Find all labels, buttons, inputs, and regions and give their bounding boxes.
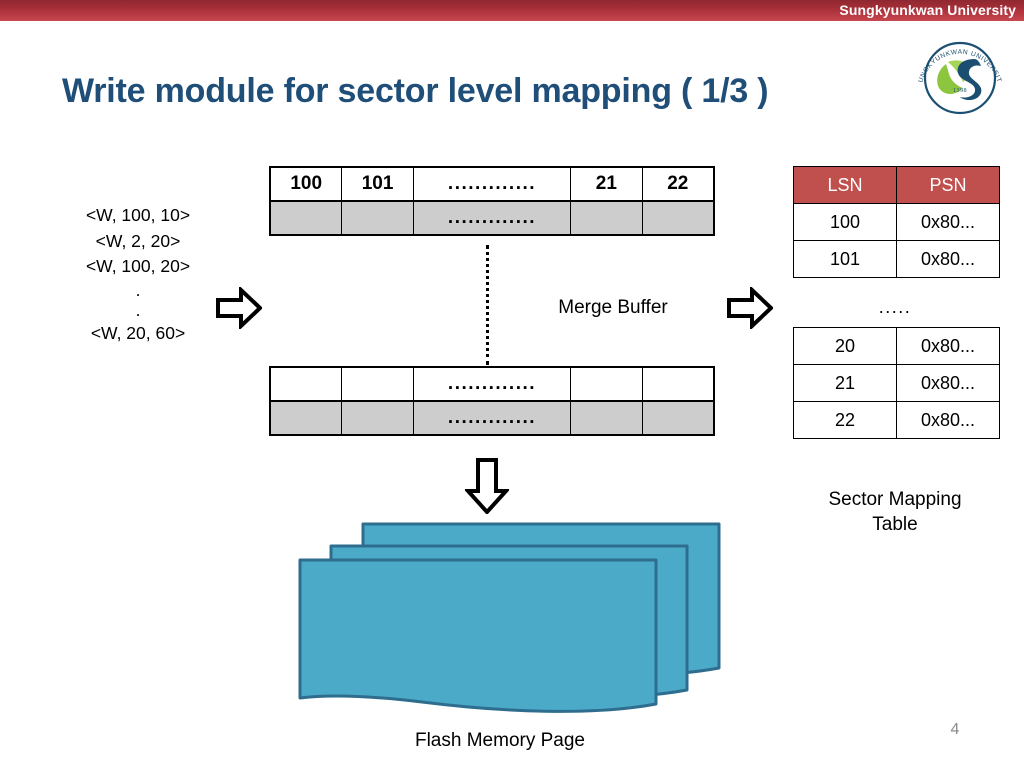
page-title: Write module for sector level mapping ( … [62,72,769,110]
buffer-cell [269,366,343,402]
sector-mapping-table-upper: LSN PSN 100 0x80... 101 0x80... [793,166,1000,278]
buffer-dotted-connector [486,245,489,365]
buffer-cell [570,366,643,402]
arrow-down-icon-buffer-to-flash [463,458,511,515]
merge-buffer-top-table: 100 101 ............. 21 22 ............… [269,166,715,236]
buffer-cell [341,200,414,236]
buffer-cell [269,400,343,436]
psn-cell: 0x80... [896,401,1000,439]
lsn-cell: 22 [793,401,897,439]
buffer-cell [641,400,715,436]
merge-buffer-bottom-table: ............. ............. [269,366,715,436]
buffer-cell [341,366,414,402]
table-row: ............. [269,200,715,236]
psn-cell: 0x80... [896,364,1000,402]
psn-cell: 0x80... [896,203,1000,241]
buffer-cell: 21 [570,166,643,202]
lsn-cell: 100 [793,203,897,241]
write-request-ellipsis-dot: . [135,279,141,300]
slide-page-number: 4 [950,721,960,738]
flash-memory-page-stack [295,520,725,720]
university-seal-logo: 1398 SUNGKYUNKWAN UNIVERSITY [906,21,1012,130]
seal-year-text: 1398 [953,87,967,94]
psn-cell: 0x80... [896,327,1000,365]
lsn-cell: 101 [793,240,897,278]
merge-buffer-label: Merge Buffer [558,297,668,318]
lsn-cell: 21 [793,364,897,402]
buffer-cell [641,366,715,402]
table-row: 101 0x80... [793,240,1000,278]
buffer-cell-ellipsis: ............. [412,366,572,402]
table-row: 100 101 ............. 21 22 [269,166,715,202]
buffer-cell-ellipsis: ............. [412,166,572,202]
sector-mapping-table-caption: Sector Mapping Table [793,487,997,538]
psn-cell: 0x80... [896,240,1000,278]
write-request-item: <W, 100, 20> [85,256,191,277]
table-row: 21 0x80... [793,364,1000,402]
flash-page-front [298,558,658,713]
write-request-item: <W, 20, 60> [90,322,186,343]
arrow-right-icon-buffer-to-mapping [727,285,774,331]
write-request-item: <W, 2, 20> [95,230,181,251]
sector-mapping-table-lower: 20 0x80... 21 0x80... 22 0x80... [793,327,1000,439]
table-row: ............. [269,400,715,436]
column-header-psn: PSN [896,166,1000,204]
buffer-cell [269,200,343,236]
buffer-cell [570,200,643,236]
caption-line-1: Sector Mapping [828,489,962,510]
arrow-right-icon-requests-to-buffer [216,285,263,331]
top-banner: Sungkyunkwan University [0,0,1024,21]
buffer-cell-ellipsis: ............. [412,200,572,236]
lsn-cell: 20 [793,327,897,365]
buffer-cell: 101 [341,166,414,202]
table-row: 20 0x80... [793,327,1000,365]
buffer-cell: 100 [269,166,343,202]
write-request-ellipsis-dot: . [135,300,141,321]
write-request-list: <W, 100, 10> <W, 2, 20> <W, 100, 20> . .… [52,203,224,346]
table-row: 100 0x80... [793,203,1000,241]
sector-mapping-table-ellipsis: ..... [878,297,912,317]
column-header-lsn: LSN [793,166,897,204]
table-row: ............. [269,366,715,402]
write-request-item: <W, 100, 10> [85,205,191,225]
university-banner-title: Sungkyunkwan University [839,2,1016,18]
flash-memory-page-caption: Flash Memory Page [414,730,585,751]
buffer-cell-ellipsis: ............. [412,400,572,436]
buffer-cell: 22 [641,166,715,202]
buffer-cell [341,400,414,436]
caption-line-2: Table [872,514,918,536]
table-row: 22 0x80... [793,401,1000,439]
buffer-cell [570,400,643,436]
table-header-row: LSN PSN [793,166,1000,204]
buffer-cell [641,200,715,236]
